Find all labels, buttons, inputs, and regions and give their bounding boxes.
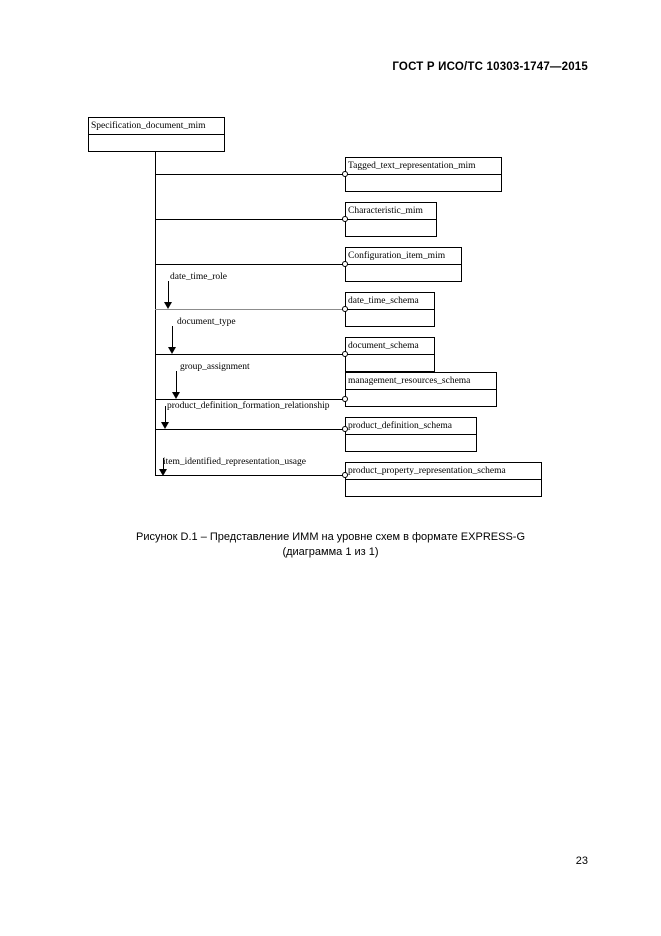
branch-line-1: [155, 174, 345, 175]
connector-port-4: [342, 306, 348, 312]
express-g-diagram: Specification_document_mim Tagged_text_r…: [88, 117, 542, 497]
schema-node-body: [346, 265, 461, 281]
schema-node-body: [346, 220, 436, 236]
figure-caption-line-1: Рисунок D.1 – Представление ИММ на уровн…: [135, 531, 525, 543]
schema-node-label: Configuration_item_mim: [346, 248, 461, 265]
edge-arrow-3: [172, 371, 181, 399]
branch-line-8: [155, 475, 345, 476]
schema-node-1: Tagged_text_representation_mim: [345, 157, 502, 192]
connector-port-5: [342, 351, 348, 357]
schema-node-body: [346, 390, 496, 406]
branch-line-5: [155, 354, 345, 355]
schema-node-label: Tagged_text_representation_mim: [346, 158, 501, 175]
schema-node-body: [89, 135, 224, 151]
schema-node-label: product_property_representation_schema: [346, 463, 541, 480]
edge-label-group-assignment: group_assignment: [180, 362, 250, 372]
schema-node-6: management_resources_schema: [345, 372, 497, 407]
edge-label-product-definition-formation-relationship: product_definition_formation_relationshi…: [167, 401, 330, 411]
branch-line-6: [155, 399, 345, 400]
schema-node-label: date_time_schema: [346, 293, 434, 310]
branch-line-3: [155, 264, 345, 265]
edge-label-date-time-role: date_time_role: [170, 272, 227, 282]
branch-line-7: [155, 429, 345, 430]
schema-node-body: [346, 310, 434, 326]
document-header: ГОСТ Р ИСО/ТС 10303-1747—2015: [392, 61, 588, 73]
edge-arrow-4: [161, 406, 170, 429]
schema-node-8: product_property_representation_schema: [345, 462, 542, 497]
edge-arrow-1: [164, 281, 173, 309]
schema-node-4: date_time_schema: [345, 292, 435, 327]
trunk-line: [155, 152, 156, 475]
schema-node-body: [346, 175, 501, 191]
connector-port-6: [342, 396, 348, 402]
page-number: 23: [575, 855, 588, 867]
schema-node-label: product_definition_schema: [346, 418, 476, 435]
schema-node-body: [346, 355, 434, 371]
connector-port-7: [342, 426, 348, 432]
schema-node-5: document_schema: [345, 337, 435, 372]
edge-label-document-type: document_type: [177, 317, 236, 327]
figure-caption: Рисунок D.1 – Представление ИММ на уровн…: [0, 530, 661, 560]
schema-node-3: Configuration_item_mim: [345, 247, 462, 282]
connector-port-3: [342, 261, 348, 267]
schema-node-body: [346, 480, 541, 496]
schema-node-label: management_resources_schema: [346, 373, 496, 390]
connector-port-8: [342, 472, 348, 478]
schema-node-label: document_schema: [346, 338, 434, 355]
schema-node-label: Specification_document_mim: [89, 118, 224, 135]
connector-port-1: [342, 171, 348, 177]
edge-arrow-2: [168, 326, 177, 354]
branch-line-2: [155, 219, 345, 220]
schema-node-2: Characteristic_mim: [345, 202, 437, 237]
figure-caption-line-2: (диаграмма 1 из 1): [282, 546, 379, 558]
branch-line-4: [155, 309, 345, 310]
schema-node-7: product_definition_schema: [345, 417, 477, 452]
schema-node-label: Characteristic_mim: [346, 203, 436, 220]
schema-node-body: [346, 435, 476, 451]
edge-label-item-identified-representation-usage: item_identified_representation_usage: [163, 457, 306, 467]
edge-arrow-5: [159, 458, 168, 476]
connector-port-2: [342, 216, 348, 222]
schema-node-root: Specification_document_mim: [88, 117, 225, 152]
